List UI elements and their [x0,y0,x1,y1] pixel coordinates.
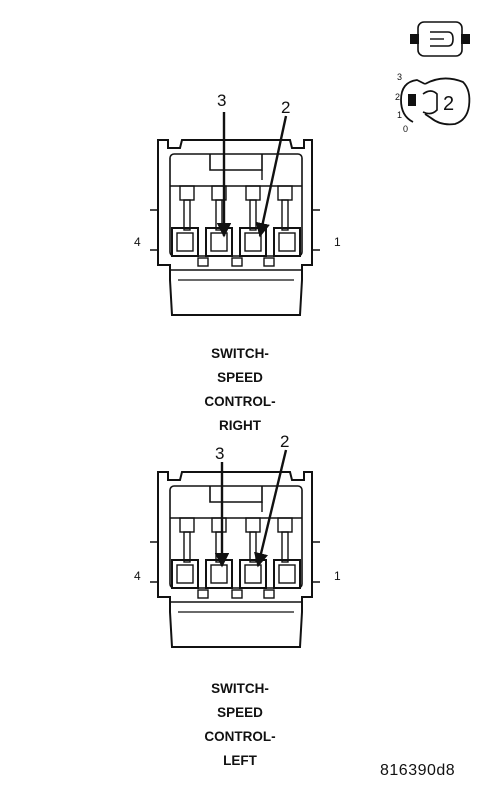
connector-left: 3 2 4 1 [134,432,341,648]
switch-position-label: 0 [403,124,408,134]
caption-line: SPEED [217,370,263,385]
callout-arrow-lower-pin [255,115,288,238]
caption-line: RIGHT [219,418,261,433]
callout-label-lower-pin: 2 [280,432,289,451]
caption-left-switch: SWITCH- SPEED CONTROL- LEFT [170,677,310,773]
switch-position-label: 3 [397,72,402,82]
connector-face-icon [410,21,470,57]
side-label-left: 4 [134,569,141,583]
caption-right-switch: SWITCH- SPEED CONTROL- RIGHT [170,342,310,438]
side-label-right: 1 [334,235,341,249]
caption-line: SWITCH- [211,681,269,696]
caption-line: LEFT [223,753,257,768]
caption-line: SPEED [217,705,263,720]
callout-label-upper-pin: 3 [217,91,226,110]
callout-arrow-lower-pin [254,449,288,568]
caption-line: CONTROL- [204,729,276,744]
side-label-left: 4 [134,235,141,249]
selected-position-label: 2 [443,93,454,115]
rotary-switch-icon: 3 2 1 0 2 [395,72,471,134]
figure-id: 816390d8 [380,762,456,779]
switch-position-label: 2 [395,92,400,102]
connector-right: 3 2 4 1 [134,91,341,316]
switch-position-label: 1 [397,110,402,120]
callout-label-upper-pin: 3 [215,444,224,463]
side-label-right: 1 [334,569,341,583]
caption-line: CONTROL- [204,394,276,409]
caption-line: SWITCH- [211,346,269,361]
callout-label-lower-pin: 2 [281,98,290,117]
